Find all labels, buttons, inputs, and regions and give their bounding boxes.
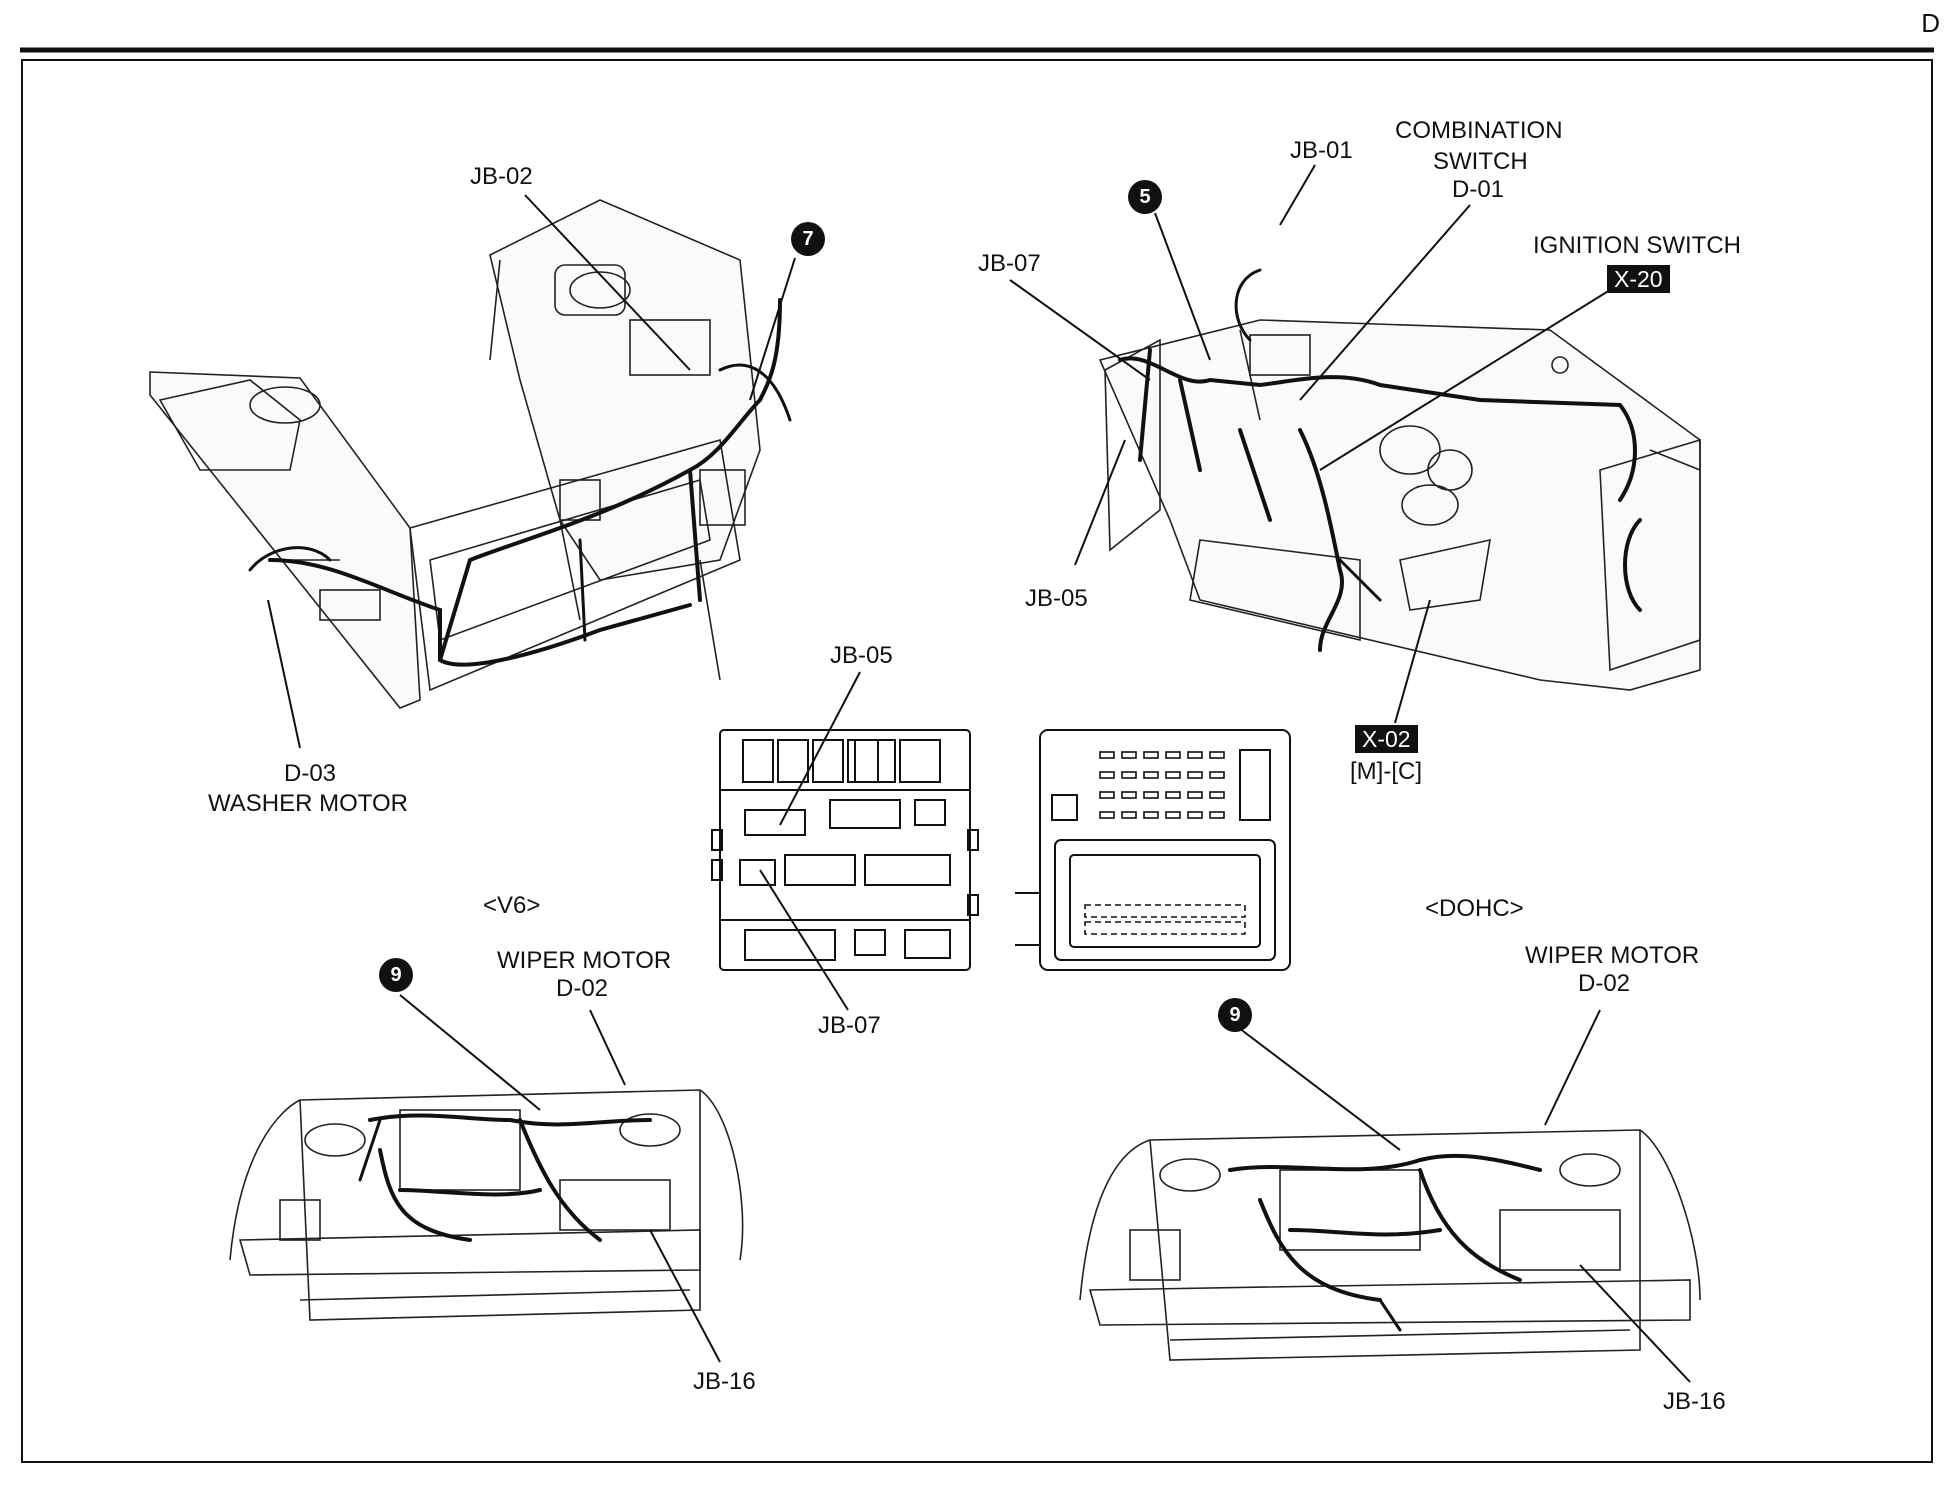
page-frame: [21, 59, 1933, 1463]
v6-engine-bay-drawing: [229, 1089, 744, 1321]
label-wiper-motor-dohc: WIPER MOTOR: [1525, 942, 1700, 969]
tag-x20: X-20: [1607, 265, 1670, 293]
junction-block-front: [711, 729, 979, 971]
label-wiper-motor-v6: WIPER MOTOR: [497, 947, 672, 974]
label-d03: D-03: [284, 760, 337, 787]
front-harness-drawing: [149, 199, 761, 709]
label-jb16-dohc: JB-16: [1663, 1388, 1726, 1415]
label-jb05-center: JB-05: [830, 642, 893, 669]
tag-x02: X-02: [1355, 725, 1418, 753]
label-combination: COMBINATION: [1395, 117, 1563, 144]
jb05-leader-top: [1074, 439, 1126, 566]
label-v6: <V6>: [483, 892, 541, 919]
callout-marker-9-v6: 9: [379, 958, 413, 992]
label-m-c: [M]-[C]: [1350, 758, 1422, 785]
x20-leader: [1319, 289, 1611, 471]
dohc-engine-bay-wires: [1228, 1153, 1542, 1332]
label-jb02: JB-02: [470, 163, 533, 190]
page-letter: D: [1921, 8, 1940, 38]
jb07-leader-top: [1009, 279, 1151, 381]
v6-jb16-leader: [649, 1229, 721, 1363]
dash-harness-wires: [1118, 268, 1642, 652]
front-harness-wires: [248, 298, 792, 667]
callout-marker-7: 7: [791, 222, 825, 256]
label-d01: D-01: [1452, 176, 1505, 203]
label-jb07-center: JB-07: [818, 1012, 881, 1039]
v6-engine-bay-wires: [358, 1113, 652, 1242]
label-jb05-top: JB-05: [1025, 585, 1088, 612]
label-jb07-top: JB-07: [978, 250, 1041, 277]
label-switch: SWITCH: [1433, 148, 1528, 175]
jb01-leader: [1279, 164, 1316, 226]
v6-d02-leader: [589, 1009, 626, 1086]
label-jb16-v6: JB-16: [693, 1368, 756, 1395]
marker7-leader: [749, 257, 796, 401]
callout-marker-5: 5: [1128, 180, 1162, 214]
x02-leader: [1394, 599, 1431, 724]
jb05-leader-center: [779, 671, 861, 826]
v6-marker9-leader: [399, 994, 541, 1111]
label-ignition-switch: IGNITION SWITCH: [1533, 232, 1741, 259]
marker5-leader: [1154, 212, 1211, 361]
jb07-leader-center: [759, 869, 849, 1011]
label-d02-v6: D-02: [556, 975, 609, 1002]
junction-block-rear: [1015, 729, 1291, 971]
d01-leader: [1299, 204, 1471, 401]
label-d02-dohc: D-02: [1578, 970, 1631, 997]
label-washer-motor: WASHER MOTOR: [208, 790, 409, 817]
callout-marker-9-dohc: 9: [1218, 998, 1252, 1032]
dohc-d02-leader: [1544, 1009, 1601, 1126]
dash-harness-drawing: [1098, 319, 1701, 691]
dohc-engine-bay-drawing: [1079, 1129, 1701, 1361]
dohc-marker9-leader: [1234, 1024, 1401, 1151]
label-dohc: <DOHC>: [1425, 895, 1524, 922]
dohc-jb16-leader: [1579, 1264, 1691, 1383]
d03-leader: [267, 599, 301, 749]
label-jb01: JB-01: [1290, 137, 1353, 164]
jb02-leader: [524, 194, 691, 371]
